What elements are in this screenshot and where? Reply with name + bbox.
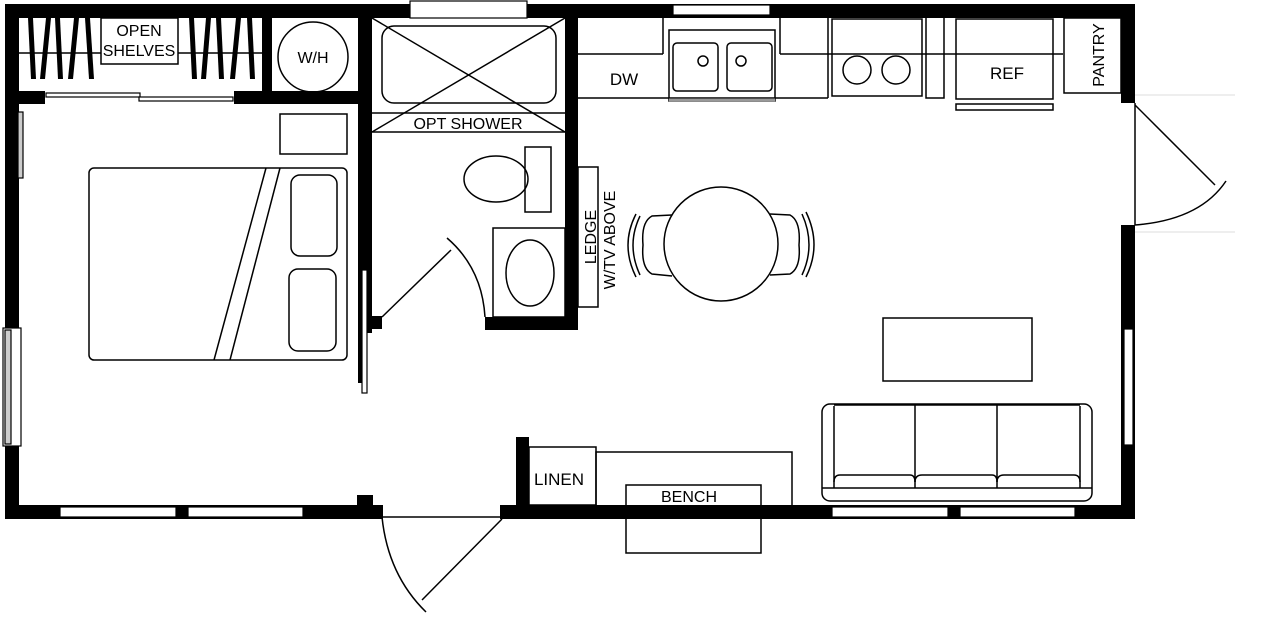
bathroom: OPT SHOWER (371, 17, 566, 318)
pantry-label: PANTRY (1091, 23, 1108, 87)
bench-label: BENCH (661, 489, 717, 506)
windows (2, 0, 1134, 518)
bathroom-door[interactable] (381, 237, 486, 318)
toilet (463, 146, 552, 213)
linen-label: LINEN (534, 470, 584, 489)
dining-set (627, 186, 815, 302)
coffee-table (882, 317, 1033, 382)
dining-chair-left (627, 213, 673, 278)
entry-door-bottom[interactable] (381, 516, 503, 613)
water-heater-label: W/H (297, 50, 328, 67)
interior-walls (19, 18, 578, 507)
sofa (821, 403, 1093, 502)
pillow (288, 268, 337, 352)
entry-door-right[interactable] (1134, 94, 1235, 233)
dining-chair-right (769, 211, 815, 278)
pillow (290, 174, 338, 257)
water-heater: W/H (277, 21, 349, 93)
open-shelves-label-2: SHELVES (103, 43, 176, 60)
dining-table (663, 186, 779, 302)
dishwasher-label: DW (610, 70, 638, 89)
closet-sliding-door-2[interactable] (138, 96, 234, 102)
closet: OPEN SHELVES (19, 17, 262, 102)
open-shelves-label-1: OPEN (116, 23, 161, 40)
tv-above-label: W/TV ABOVE (602, 191, 619, 290)
kitchen: DW REF PANTRY (578, 16, 1122, 111)
closet-sliding-door-1[interactable] (45, 92, 141, 98)
cabinet-filler (925, 16, 945, 99)
tub-shower: OPT SHOWER (371, 17, 566, 133)
linen-closet: LINEN (528, 446, 597, 506)
bed (88, 167, 348, 361)
refrigerator-label: REF (990, 64, 1024, 83)
bedroom-pocket-door[interactable] (361, 269, 368, 394)
bench: BENCH (595, 451, 793, 554)
pantry: PANTRY (1063, 17, 1122, 94)
refrigerator: REF (955, 18, 1054, 111)
bedroom (88, 113, 368, 394)
cooktop (831, 18, 923, 97)
ledge-tv: LEDGE W/TV ABOVE (577, 166, 619, 308)
nightstand (279, 113, 348, 155)
ledge-label: LEDGE (583, 210, 600, 264)
opt-shower-label: OPT SHOWER (413, 116, 522, 133)
living (821, 317, 1093, 502)
hanger-icons-left (28, 18, 94, 79)
kitchen-sink (668, 29, 776, 102)
hanger-icons-right (189, 18, 255, 79)
sink-vanity (492, 227, 566, 318)
